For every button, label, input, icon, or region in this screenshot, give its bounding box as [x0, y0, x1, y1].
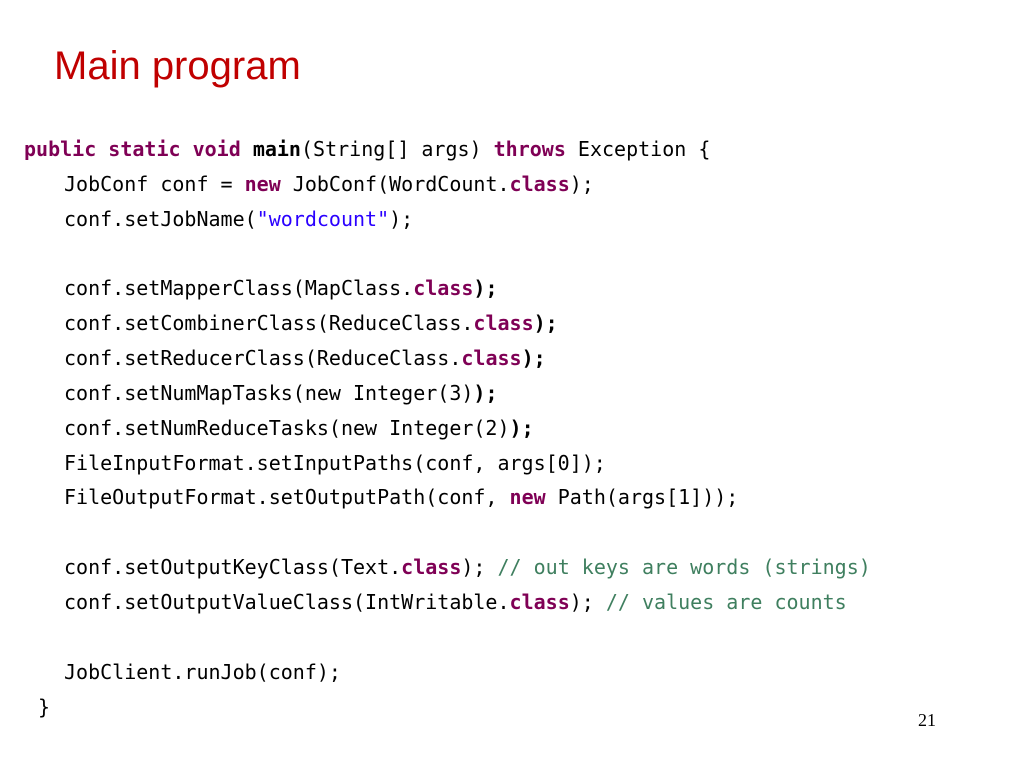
code-token: static: [108, 137, 181, 161]
code-line: FileOutputFormat.setOutputPath(conf, new…: [24, 480, 871, 515]
code-token: conf.setReducerClass(ReduceClass.: [64, 346, 462, 371]
slide-title: Main program: [54, 44, 301, 88]
code-line: public static void main(String[] args) t…: [24, 132, 871, 167]
code-token: // out keys are words (strings): [497, 555, 871, 580]
code-token: class: [413, 276, 474, 301]
code-line: conf.setNumMapTasks(new Integer(3));: [24, 376, 871, 411]
code-token: );: [389, 206, 414, 231]
code-line: conf.setOutputValueClass(IntWritable.cla…: [24, 585, 871, 620]
code-token: class: [461, 346, 522, 371]
code-line: conf.setJobName("wordcount");: [24, 202, 871, 237]
code-token: }: [38, 694, 51, 719]
code-token: [96, 137, 108, 161]
code-token: conf.setMapperClass(MapClass.: [64, 276, 414, 301]
code-token: JobConf(WordCount.: [280, 171, 510, 196]
code-line: conf.setNumReduceTasks(new Integer(2));: [24, 411, 871, 446]
code-token: );: [473, 380, 498, 405]
code-line: JobConf conf = new JobConf(WordCount.cla…: [24, 167, 871, 202]
code-line: }: [24, 690, 871, 725]
code-token: public: [24, 137, 97, 161]
code-token: );: [473, 276, 498, 301]
code-token: class: [401, 555, 462, 580]
code-token: );: [569, 589, 606, 614]
code-line: conf.setOutputKeyClass(Text.class); // o…: [24, 550, 871, 585]
code-token: );: [533, 311, 558, 336]
code-token: Exception {: [565, 137, 711, 161]
code-token: );: [521, 346, 546, 371]
code-token: [241, 137, 253, 161]
code-token: // values are counts: [605, 589, 847, 614]
code-line: conf.setCombinerClass(ReduceClass.class)…: [24, 306, 871, 341]
slide-number: 21: [918, 710, 936, 730]
code-token: conf.setNumReduceTasks(new Integer(2): [64, 415, 510, 440]
code-line: FileInputFormat.setInputPaths(conf, args…: [24, 446, 871, 481]
code-token: new: [509, 485, 546, 510]
code-line: [24, 237, 871, 272]
code-token: [181, 137, 193, 161]
code-token: );: [461, 555, 498, 580]
code-token: JobClient.runJob(conf);: [64, 659, 341, 684]
code-token: "wordcount": [256, 206, 390, 231]
code-token: conf.setNumMapTasks(new Integer(3): [64, 380, 474, 405]
code-token: FileOutputFormat.setOutputPath(conf,: [64, 485, 510, 510]
code-line: JobClient.runJob(conf);: [24, 655, 871, 690]
code-token: new: [244, 171, 281, 196]
code-token: FileInputFormat.setInputPaths(conf, args…: [64, 450, 606, 475]
code-token: void: [192, 137, 241, 161]
code-token: conf.setOutputKeyClass(Text.: [64, 555, 402, 580]
code-token: conf.setOutputValueClass(IntWritable.: [64, 589, 510, 614]
code-line: conf.setMapperClass(MapClass.class);: [24, 271, 871, 306]
code-token: );: [509, 415, 534, 440]
code-token: main: [252, 137, 301, 161]
code-token: conf.setCombinerClass(ReduceClass.: [64, 311, 474, 336]
code-token: (String[] args): [300, 137, 494, 161]
code-token: Path(args[1]));: [545, 485, 739, 510]
code-token: throws: [493, 137, 566, 161]
code-line: [24, 515, 871, 550]
code-token: conf.setJobName(: [64, 206, 257, 231]
code-block: public static void main(String[] args) t…: [24, 132, 871, 724]
code-token: JobConf conf =: [64, 171, 245, 196]
code-token: class: [473, 311, 534, 336]
code-token: );: [569, 171, 594, 196]
code-token: class: [509, 589, 570, 614]
code-line: [24, 620, 871, 655]
code-token: class: [509, 171, 570, 196]
code-line: conf.setReducerClass(ReduceClass.class);: [24, 341, 871, 376]
